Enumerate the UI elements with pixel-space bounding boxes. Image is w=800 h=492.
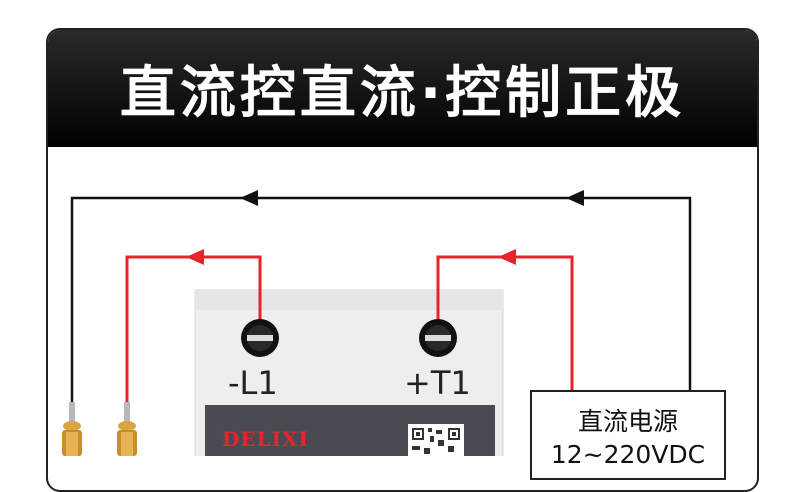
wiring-diagram (62, 190, 692, 456)
binding-post-icon (62, 402, 82, 456)
supply-wire (70, 190, 692, 402)
terminal-label-right: +T1 (404, 364, 471, 402)
power-supply-box: 直流电源 12~220VDC (530, 390, 726, 480)
control-wire-right (436, 249, 574, 398)
brand-logo: DELIXI (222, 427, 309, 451)
page-title: 直流控直流·控制正极 (119, 61, 686, 126)
control-wire-left (125, 249, 262, 402)
arrow-icon (566, 190, 584, 206)
header-banner: 直流控直流·控制正极 (48, 30, 757, 147)
screw-terminal-icon (419, 319, 457, 357)
power-supply-title: 直流电源 (577, 407, 678, 436)
arrow-icon (240, 190, 258, 206)
power-supply-voltage: 12~220VDC (550, 440, 706, 469)
qr-code-icon (408, 424, 464, 456)
arrow-icon (186, 249, 204, 265)
binding-post-icon (117, 402, 137, 456)
screw-terminal-icon (241, 319, 279, 357)
arrow-icon (498, 249, 516, 265)
terminal-label-left: -L1 (228, 364, 278, 402)
